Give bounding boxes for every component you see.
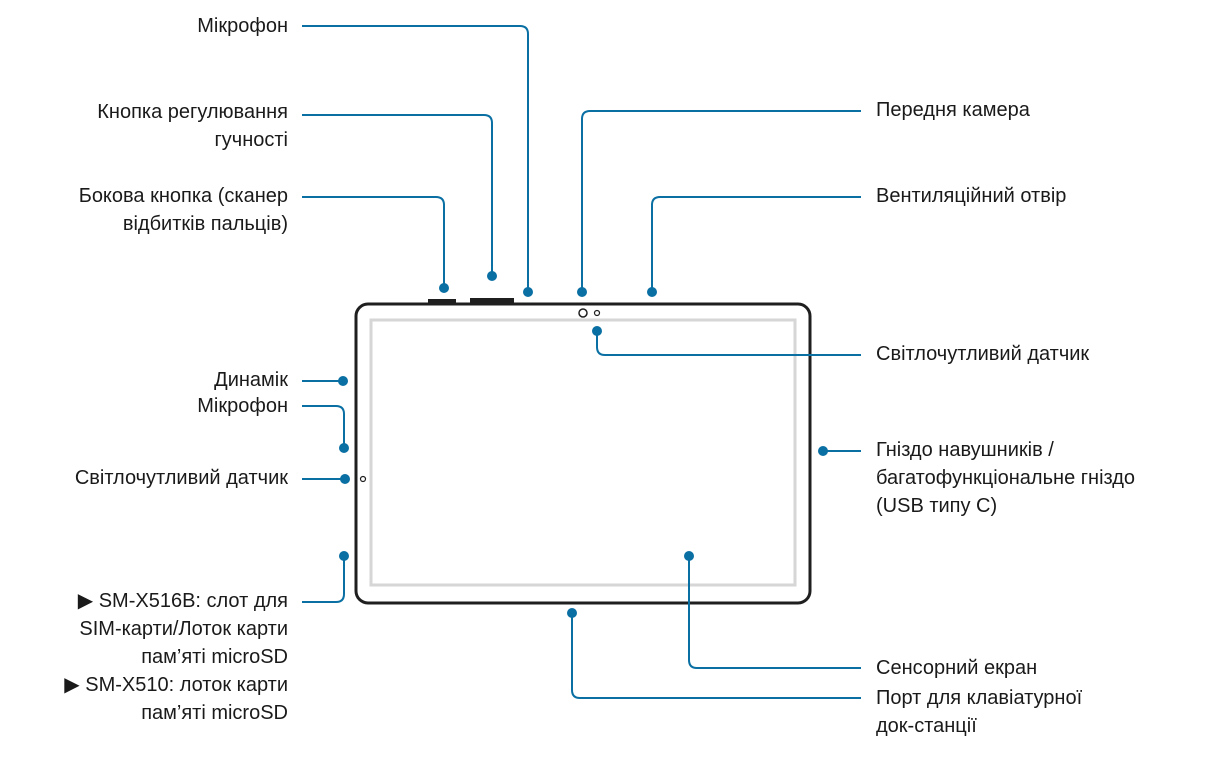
leader-side-key [302, 196, 445, 288]
label-volume-key-line1: Кнопка регулювання [97, 101, 288, 123]
label-front-camera: Передня камера [876, 96, 1030, 124]
label-touchscreen: Сенсорний екран [876, 654, 1037, 682]
label-headset-jack-line2: багатофункціональне гніздо [876, 467, 1136, 489]
dot-side-key [439, 283, 449, 293]
touchscreen-area [369, 318, 797, 587]
leader-volume [302, 114, 493, 276]
label-headset-jack-line3: (USB типу C) [876, 495, 998, 517]
label-sim-slot-line4: ▶ SM-X510: лоток карти [64, 674, 288, 696]
label-sim-slot-line3: пам’яті microSD [141, 646, 288, 668]
leader-mic-top [302, 25, 529, 292]
front-camera-lens [578, 308, 588, 318]
dot-light-left [340, 474, 350, 484]
label-side-key-line2: відбитків пальців) [122, 213, 288, 235]
label-microphone-top-text: Мікрофон [197, 15, 288, 37]
dot-vent [647, 287, 657, 297]
dot-front-camera [577, 287, 587, 297]
label-microphone-top: Мікрофон [197, 12, 288, 40]
dot-jack [818, 446, 828, 456]
volume-key [470, 298, 514, 304]
label-headset-jack-line1: Гніздо навушників / [876, 439, 1054, 461]
label-front-camera-text: Передня камера [876, 99, 1030, 121]
label-dock-port: Порт для клавіатурної док-станції [876, 684, 1082, 740]
leader-dock-port [571, 613, 861, 699]
label-light-sensor-right: Світлочутливий датчик [876, 340, 1089, 368]
dot-light-right [592, 326, 602, 336]
leader-vent [651, 196, 861, 292]
dot-speaker [338, 376, 348, 386]
leader-light-right [596, 331, 861, 356]
label-headset-jack: Гніздо навушників / багатофункціональне … [876, 436, 1135, 520]
leader-front-camera [581, 110, 861, 292]
label-sim-slot-line5: пам’яті microSD [141, 702, 288, 724]
leader-touchscreen [688, 556, 861, 669]
label-dock-port-line1: Порт для клавіатурної [876, 687, 1083, 709]
label-dock-port-line2: док-станції [876, 715, 977, 737]
light-sensor-left [359, 475, 367, 483]
label-side-key-line1: Бокова кнопка (сканер [78, 185, 288, 207]
label-light-sensor-right-text: Світлочутливий датчик [876, 343, 1090, 365]
label-side-key: Бокова кнопка (сканер відбитків пальців) [79, 182, 288, 238]
label-touchscreen-text: Сенсорний екран [876, 657, 1038, 679]
dot-volume [487, 271, 497, 281]
dot-sim-slot [339, 551, 349, 561]
dot-mic-top [523, 287, 533, 297]
label-sim-slot-line1: ▶ SM-X516B: слот для [77, 590, 288, 612]
label-speaker-text: Динамік [214, 369, 288, 391]
dot-mic-side [339, 443, 349, 453]
label-light-sensor-left-text: Світлочутливий датчик [74, 467, 288, 489]
label-sim-slot-line2: SIM-карти/Лоток карти [79, 618, 288, 640]
label-microphone-side-text: Мікрофон [197, 395, 288, 417]
label-light-sensor-left: Світлочутливий датчик [75, 464, 288, 492]
leader-sim-slot [302, 556, 345, 603]
label-vent: Вентиляційний отвір [876, 182, 1066, 210]
dot-touchscreen [684, 551, 694, 561]
label-speaker: Динамік [214, 366, 288, 394]
dot-dock-port [567, 608, 577, 618]
side-key [428, 299, 456, 304]
label-microphone-side: Мікрофон [197, 392, 288, 420]
label-vent-text: Вентиляційний отвір [876, 185, 1067, 207]
light-sensor-top [593, 309, 601, 317]
label-volume-key-line2: гучності [214, 129, 289, 151]
label-sim-slot: ▶ SM-X516B: слот для SIM-карти/Лоток кар… [64, 587, 288, 727]
leader-mic-side [302, 405, 345, 448]
label-volume-key: Кнопка регулювання гучності [97, 98, 288, 154]
